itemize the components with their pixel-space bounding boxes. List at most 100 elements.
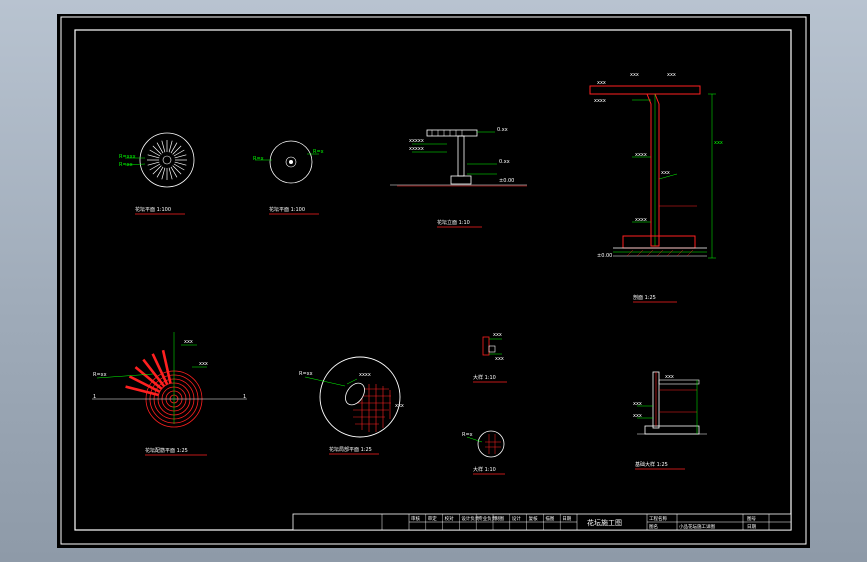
title-block-cell: 描图 [545, 515, 554, 522]
annotation-text: R=x [253, 156, 264, 162]
radial-ribs [147, 140, 187, 180]
annotation-text: xxxxx [409, 138, 424, 144]
radial-rib [152, 165, 162, 175]
rebar-fan-bar [151, 353, 169, 386]
radial-rib [170, 166, 178, 178]
small-elevation[interactable]: 0.xx 0.xx ±0.00 xxxxx xxxxx 花坛立面 1:10 [390, 127, 527, 228]
radial-rib [170, 142, 178, 154]
title-block-cell: 设计 [512, 515, 521, 522]
annotation-text: xxx [493, 332, 502, 338]
base-detail[interactable]: xxx xxx xxx 基础大样 1:25 [633, 371, 707, 470]
radial-rib [168, 140, 173, 153]
detail-section [488, 345, 496, 353]
annotation-text: R=x [313, 149, 324, 155]
elevation-mark: 0.xx [499, 159, 510, 165]
local-plan-detail[interactable]: R=xx xxxx xxx 花坛局部平面 1:25 [299, 356, 404, 455]
radial-rib [173, 163, 185, 171]
leader-line [466, 436, 483, 443]
annotation-text: R=xx [299, 371, 313, 377]
title-block-cell: 审核 [411, 515, 420, 522]
detail-a[interactable]: xxx xxx 大样 1:10 [473, 332, 507, 383]
annotation-text: xxx [184, 339, 193, 345]
radial-rib [173, 149, 185, 157]
planter-slab [658, 379, 700, 385]
annotation-text: xxxx [635, 217, 647, 223]
radial-rib [172, 145, 182, 155]
planter-slab [589, 85, 701, 95]
rebar-fan-bar [128, 375, 161, 393]
annotation-text: xxx [633, 401, 642, 407]
planter-circle-outer [139, 132, 195, 188]
center-mark [289, 160, 293, 164]
annotation-text: xxx [630, 72, 639, 78]
radial-rib [147, 161, 160, 166]
annotation-text: R=xx [119, 162, 133, 168]
rebar-fan-bar [125, 385, 159, 397]
section-mark: 1 [93, 394, 96, 400]
annotation-text: R=x [462, 432, 473, 438]
rebar-fan [125, 349, 172, 397]
detail-circle [477, 430, 505, 458]
detail-b[interactable]: R=x 大样 1:10 [462, 430, 505, 475]
reinforcement-plan[interactable]: R=xx xxx xxx 1 1 花坛配筋平面 1:25 [92, 332, 247, 456]
cad-drawing-canvas[interactable]: R=xxx R=xx 花坛平面 1:100 R=x R=x 花坛平面 1:100 [57, 14, 810, 548]
view-title: 花坛配筋平面 1:25 [145, 447, 188, 454]
annotation-text: xxx [395, 403, 404, 409]
annotation-text: xxx [495, 356, 504, 362]
radial-rib [172, 165, 182, 175]
radial-rib [156, 142, 164, 154]
section-view[interactable]: xxx xxxx xxxx xxxx xxx ±0.00 xxx xxx xxx… [589, 72, 723, 303]
radial-rib [156, 166, 164, 178]
annotation-text: R=xx [93, 372, 107, 378]
annotation-text: xxx [667, 72, 676, 78]
annotation-text: xxxx [359, 372, 371, 378]
plan-view-2[interactable]: R=x R=x 花坛平面 1:100 [253, 140, 324, 215]
radial-rib [161, 140, 166, 153]
annotation-text: xxx [597, 80, 606, 86]
annotation-text: xxxxx [409, 146, 424, 152]
view-title: 大样 1:10 [473, 466, 496, 473]
annotation-text: R=xxx [119, 154, 136, 160]
radial-rib [174, 161, 187, 166]
view-title: 花坛平面 1:100 [135, 206, 171, 213]
view-title: 大样 1:10 [473, 374, 496, 381]
planter-circle-core [162, 155, 172, 165]
title-block-cell: 设计负责 [461, 515, 479, 522]
radial-rib [147, 154, 160, 159]
leader-line [304, 376, 346, 387]
radial-rib [161, 167, 166, 180]
view-title: 花坛局部平面 1:25 [329, 446, 372, 453]
rebar-fan-bar [134, 366, 163, 390]
planter-circle-core [285, 156, 297, 168]
view-title: 基础大样 1:25 [635, 461, 668, 468]
title-block-cell: 专业负责 [478, 515, 496, 522]
plan-view-1[interactable]: R=xxx R=xx 花坛平面 1:100 [119, 132, 195, 215]
planter-top [426, 129, 478, 137]
cad-drawing-area[interactable]: R=xxx R=xx 花坛平面 1:100 R=x R=x 花坛平面 1:100 [57, 14, 810, 548]
leader-line [124, 163, 146, 166]
column-base [450, 175, 472, 185]
radial-rib [152, 145, 162, 155]
elevation-mark: ±0.00 [499, 178, 514, 184]
radial-rib [168, 167, 173, 180]
annotation-text: xxxx [594, 98, 606, 104]
leader-line [96, 373, 154, 379]
elevation-mark: ±0.00 [597, 253, 612, 259]
planter-circle-outer [269, 140, 313, 184]
detail-circle [319, 356, 401, 438]
leader-line [346, 378, 358, 385]
column-cut [345, 382, 365, 406]
rebar-fan-bar [161, 349, 172, 384]
title-block-cell: 复核 [529, 515, 538, 522]
sub-label: 图名 [649, 523, 658, 530]
title-block-cell: 审定 [428, 515, 437, 522]
annotation-text: xxx [661, 170, 670, 176]
radial-rib [174, 154, 187, 159]
drawing-no-label: 图号 [747, 516, 756, 522]
annotation-text: xxx [665, 374, 674, 380]
dimension-text: xxx [714, 140, 723, 146]
section-mark: 1 [243, 394, 246, 400]
view-title: 花坛立面 1:10 [437, 219, 470, 226]
leader-line [658, 173, 678, 180]
title-block[interactable]: 审核审定校对设计负责专业负责制图设计复核描图日期 花坛施工图 工程名称 图名 小… [292, 513, 792, 531]
